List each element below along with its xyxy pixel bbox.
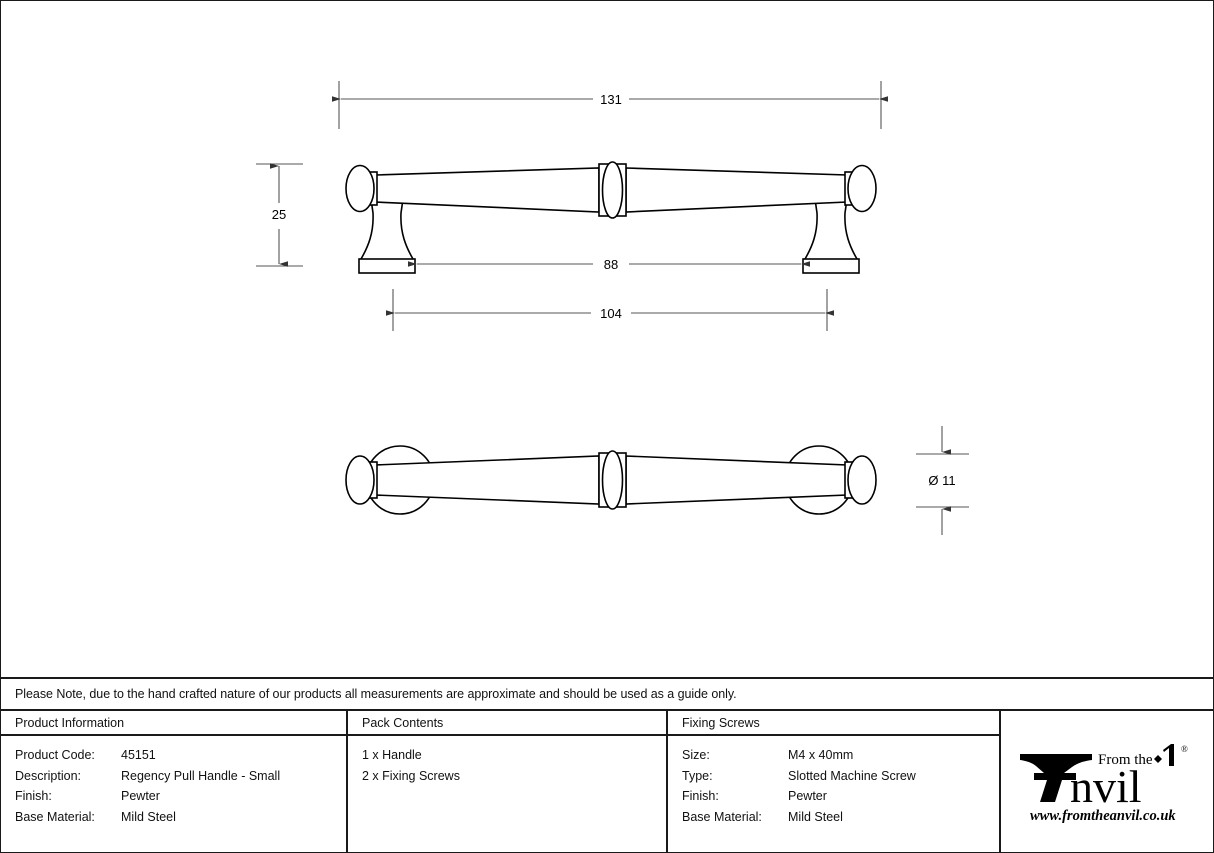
field-value: Slotted Machine Screw	[788, 768, 916, 783]
table-row: Size: M4 x 40mm	[682, 745, 999, 766]
field-key: Base Material:	[682, 809, 762, 824]
side-right-finial	[844, 455, 877, 505]
column-body-pack-contents: 1 x Handle 2 x Fixing Screws	[348, 736, 666, 852]
table-row: Finish: Pewter	[682, 786, 999, 807]
table-row: Type: Slotted Machine Screw	[682, 766, 999, 787]
approximate-measurements-note: Please Note, due to the hand crafted nat…	[15, 687, 737, 701]
column-pack-contents: Pack Contents 1 x Handle 2 x Fixing Scre…	[348, 711, 668, 852]
table-row: Base Material: Mild Steel	[15, 807, 346, 828]
column-fixing-screws: Fixing Screws Size: M4 x 40mm Type: Slot…	[668, 711, 1001, 852]
column-product-information: Product Information Product Code: 45151 …	[1, 711, 348, 852]
dimension-104	[386, 289, 834, 331]
information-table: Please Note, due to the hand crafted nat…	[1, 677, 1213, 852]
column-body-product-information: Product Code: 45151 Description: Regency…	[1, 736, 346, 852]
column-body-fixing-screws: Size: M4 x 40mm Type: Slotted Machine Sc…	[668, 736, 999, 852]
column-header-label: Fixing Screws	[682, 715, 760, 730]
left-fixing-foot	[358, 198, 416, 274]
field-key: Description:	[15, 768, 81, 783]
bar-left-segment	[374, 167, 600, 213]
column-header-label: Pack Contents	[362, 715, 444, 730]
note-row: Please Note, due to the hand crafted nat…	[1, 679, 1213, 711]
field-value: Mild Steel	[788, 809, 843, 824]
registered-mark: ®	[1181, 744, 1188, 754]
field-key: Finish:	[15, 789, 52, 803]
field-value: Regency Pull Handle - Small	[121, 768, 281, 783]
centre-collar	[598, 161, 627, 219]
field-value: Pewter	[788, 789, 827, 803]
side-bar-right-segment	[625, 455, 848, 505]
column-header-pack-contents: Pack Contents	[348, 711, 666, 736]
anvil-icon	[1020, 754, 1092, 802]
field-value: M4 x 40mm	[788, 748, 854, 762]
logo-stroke-one	[1163, 744, 1174, 766]
table-row: Description: Regency Pull Handle - Small	[15, 766, 346, 787]
handle-top-view	[345, 161, 877, 274]
column-header-fixing-screws: Fixing Screws	[668, 711, 999, 736]
logo-url-text: www.fromtheanvil.co.uk	[1030, 808, 1176, 824]
field-value: Pewter	[121, 789, 160, 803]
column-header-label: Product Information	[15, 715, 125, 730]
bar-right-segment	[625, 167, 848, 213]
table-row: Finish: Pewter	[15, 786, 346, 807]
handle-drawing-svg: 131 25 88 104	[256, 81, 969, 535]
logo-svg: From the ® nvil www.fromtheanvil.co.uk	[1020, 744, 1188, 824]
side-bar-left-segment	[374, 455, 600, 505]
column-brand-logo: From the ® nvil www.fromtheanvil.co.uk	[1001, 711, 1213, 852]
field-value: Mild Steel	[121, 809, 176, 824]
table-row: Product Code: 45151	[15, 745, 346, 766]
field-key: Product Code:	[15, 748, 95, 762]
field-key: Base Material:	[15, 809, 95, 824]
logo-cell: From the ® nvil www.fromtheanvil.co.uk	[1001, 711, 1213, 852]
field-key: Type:	[682, 768, 713, 783]
dimension-25-label: 25	[272, 207, 286, 222]
logo-from-the-text: From the	[1098, 752, 1153, 768]
side-centre-collar	[598, 450, 627, 510]
from-the-anvil-logo: From the ® nvil www.fromtheanvil.co.uk	[1014, 740, 1200, 826]
right-fixing-foot	[802, 198, 860, 274]
field-key: Finish:	[682, 789, 719, 803]
dimension-25	[256, 163, 303, 267]
handle-side-view	[345, 445, 877, 515]
dimension-88-label: 88	[604, 257, 618, 272]
field-key: Size:	[682, 748, 710, 762]
left-end-finial	[345, 164, 378, 213]
side-left-finial	[345, 455, 378, 505]
dimension-131	[332, 81, 888, 129]
logo-anvil-text: nvil	[1070, 761, 1142, 812]
column-header-product-information: Product Information	[1, 711, 346, 736]
field-value: 45151	[121, 748, 156, 762]
dimension-104-label: 104	[600, 306, 622, 321]
dimension-131-label: 131	[600, 92, 622, 107]
table-columns: Product Information Product Code: 45151 …	[1, 711, 1213, 852]
right-end-finial	[844, 164, 877, 213]
dimension-diameter-11-label: Ø 11	[928, 473, 955, 488]
technical-drawing-area: 131 25 88 104	[1, 1, 1213, 677]
table-row: Base Material: Mild Steel	[682, 807, 999, 828]
dimension-diameter-11	[916, 426, 969, 535]
list-item: 1 x Handle	[362, 748, 422, 762]
list-item: 2 x Fixing Screws	[362, 768, 460, 783]
diamond-icon	[1154, 755, 1162, 763]
